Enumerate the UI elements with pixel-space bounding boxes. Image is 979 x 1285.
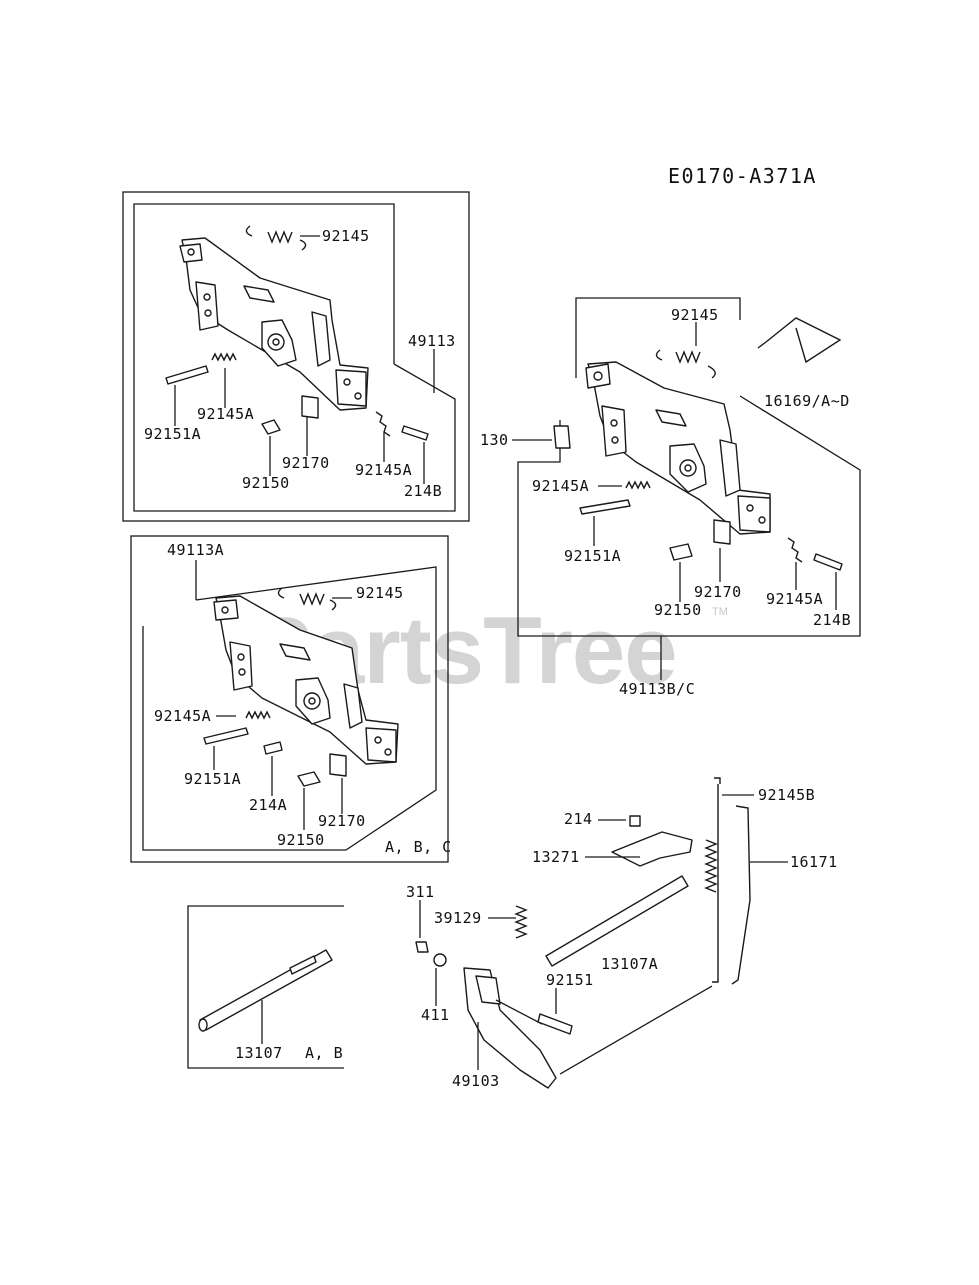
- label-92151A-g3: 92151A: [564, 547, 621, 565]
- link-16169: [757, 317, 842, 364]
- group-49113-inner-outline: [133, 203, 456, 512]
- label-92151A: 92151A: [144, 425, 201, 443]
- group-13107: 13107 A, B: [187, 905, 344, 1069]
- spring-92145A-g3b: [787, 537, 803, 563]
- bolt-92150-g1: [261, 419, 281, 435]
- shaft-13107A: [545, 875, 689, 967]
- label-92151: 92151: [546, 971, 594, 989]
- label-92150: 92150: [242, 474, 290, 492]
- label-49113BC: 49113B/C: [619, 680, 695, 698]
- watermark-trademark: TM: [712, 606, 728, 618]
- label-214A-g2: 214A: [249, 796, 287, 814]
- throttle-bracket-49113: [179, 237, 369, 419]
- label-92145A-2: 92145A: [355, 461, 412, 479]
- group-49113BC: 92145 16169/A~D 130 92145A 92151A 92170 …: [480, 297, 861, 698]
- screw-92151A-g2: [203, 727, 249, 745]
- label-92145: 92145: [322, 227, 370, 245]
- screw-214: [629, 815, 641, 827]
- spring-92145-g2: [299, 592, 325, 606]
- screw-214B-g1: [401, 425, 429, 441]
- spring-92145A-g1: [211, 352, 237, 362]
- washer-411: [433, 953, 447, 967]
- label-16169: 16169/A~D: [764, 392, 850, 410]
- spring-39129: [514, 905, 528, 939]
- label-92150-g3: 92150: [654, 601, 702, 619]
- screw-214B-g3: [813, 553, 843, 571]
- group-49113A-frame: [130, 535, 449, 863]
- diagram-id: E0170-A371A: [668, 164, 817, 188]
- label-13271: 13271: [532, 848, 580, 866]
- label-abc-note: A, B, C: [385, 838, 452, 856]
- spring-92145A-g2: [245, 710, 271, 720]
- label-92170-g2: 92170: [318, 812, 366, 830]
- label-92170-g3: 92170: [694, 583, 742, 601]
- throttle-bracket-49113A: [213, 595, 399, 777]
- label-92150-g2: 92150: [277, 831, 325, 849]
- group-governor: 92145B 214 13271 16171 311 39129 13107A …: [406, 777, 838, 1090]
- label-49113: 49113: [408, 332, 456, 350]
- label-ab-note: A, B: [305, 1044, 343, 1062]
- throttle-bracket-49113BC: [585, 361, 771, 545]
- group-49113: 92145 49113 92145A 92151A 92150 92170 92…: [122, 191, 470, 522]
- bolt-92151: [537, 1013, 573, 1035]
- screw-92151A-g1: [165, 365, 209, 385]
- label-214: 214: [564, 810, 593, 828]
- bolt-92150-g2: [297, 771, 321, 787]
- rod-16171: [731, 805, 751, 985]
- label-13107: 13107: [235, 1044, 283, 1062]
- label-92145A-g3b: 92145A: [766, 590, 823, 608]
- screw-92151A-g3: [579, 499, 631, 515]
- group-49113BC-outline: [517, 395, 861, 637]
- label-411: 411: [421, 1006, 450, 1024]
- label-92145-g2: 92145: [356, 584, 404, 602]
- label-92145A-g2: 92145A: [154, 707, 211, 725]
- spring-92145-g1: [267, 230, 293, 244]
- plate-13271: [611, 831, 693, 867]
- label-49113A: 49113A: [167, 541, 224, 559]
- label-49103: 49103: [452, 1072, 500, 1090]
- group-49113-frame: [122, 191, 470, 522]
- group-49113A-inner-outline: [142, 566, 437, 851]
- group-13107-outline: [187, 905, 344, 1069]
- label-16171: 16171: [790, 853, 838, 871]
- bolt-130: [553, 425, 571, 449]
- screw-214A-g2: [263, 741, 283, 755]
- label-130: 130: [480, 431, 509, 449]
- group-49113A: 49113A 92145 92145A 92151A 214A 92170 92…: [130, 535, 452, 863]
- spring-92145A-g3: [625, 480, 651, 490]
- label-214B: 214B: [404, 482, 442, 500]
- label-39129: 39129: [434, 909, 482, 927]
- spring-92145A-g1b: [375, 411, 391, 437]
- label-92145A: 92145A: [197, 405, 254, 423]
- label-92145A-g3: 92145A: [532, 477, 589, 495]
- label-13107A: 13107A: [601, 955, 658, 973]
- nut-311: [415, 941, 429, 953]
- label-92170: 92170: [282, 454, 330, 472]
- label-92145-g3: 92145: [671, 306, 719, 324]
- label-311: 311: [406, 883, 435, 901]
- label-92151A-g2: 92151A: [184, 770, 241, 788]
- label-92145B: 92145B: [758, 786, 815, 804]
- spring-92145-g3: [675, 350, 701, 364]
- bolt-92150-g3: [669, 543, 693, 561]
- label-214B-g3: 214B: [813, 611, 851, 629]
- spring-92145B: [704, 839, 718, 893]
